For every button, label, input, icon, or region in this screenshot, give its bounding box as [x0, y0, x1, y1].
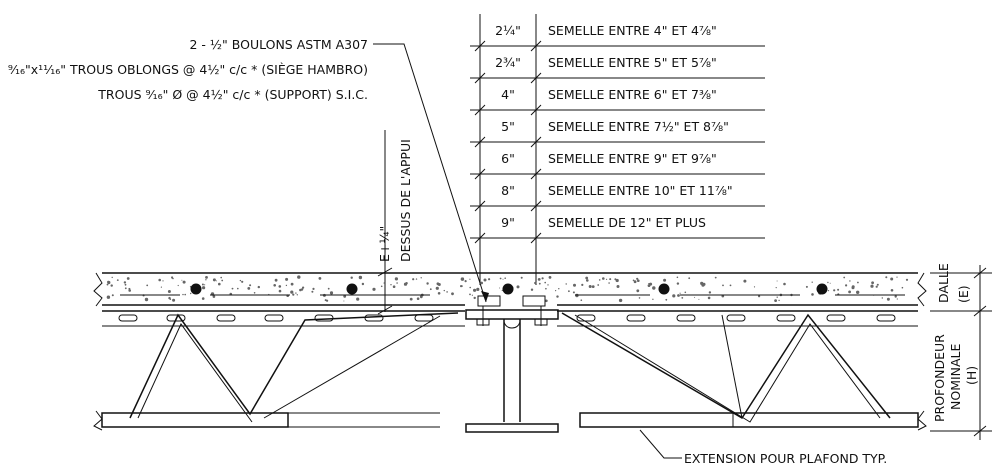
seat-description: SEMELLE DE 12" ET PLUS [548, 215, 706, 230]
seat-angle-right [522, 295, 546, 307]
bottom-chord-left [101, 412, 289, 428]
rebar-dot [816, 283, 828, 295]
break-line-bottom-right [917, 410, 927, 431]
chord-slot [726, 314, 746, 322]
dim-tick-3 [973, 425, 987, 437]
leader-notes: 2 - ½" BOULONS ASTM A307 ⁹⁄₁₆"x¹¹⁄₁₆" TR… [8, 37, 489, 303]
seat-size-value: 9" [501, 215, 515, 230]
seat-size-value: 5" [501, 119, 515, 134]
table-row-tick [474, 168, 486, 180]
right-joist-vertical [721, 314, 743, 419]
dim-tick-2 [973, 305, 987, 317]
beam-bottom-flange [465, 423, 559, 433]
seat-description: SEMELLE ENTRE 9" ET 9⅞" [548, 151, 717, 166]
slab-dimension-label: DALLE [936, 263, 951, 303]
chord-slots [118, 314, 896, 322]
beam-web-fillet-top [503, 321, 521, 329]
table-row-tick [474, 104, 486, 116]
chord-slot [826, 314, 846, 322]
seat-size-value: 2¾" [495, 55, 521, 70]
chord-slot [264, 314, 284, 322]
seat-size-value: 4" [501, 87, 515, 102]
right-joist-web-inner [574, 314, 881, 423]
bearing-tick-bottom [377, 305, 393, 315]
table-row: 5" SEMELLE ENTRE 7½" ET 8⅞" [470, 119, 765, 148]
bolts-leader-line [373, 43, 487, 303]
table-row-tick [530, 136, 542, 148]
seat-size-value: 2¼" [495, 23, 521, 38]
beam-web [503, 319, 521, 422]
table-row-tick [530, 232, 542, 244]
break-line-bottom-left [93, 410, 103, 431]
chord-slot [876, 314, 896, 322]
table-row-tick [474, 40, 486, 52]
left-joist-diagonal [263, 315, 441, 419]
table-row: 6" SEMELLE ENTRE 9" ET 9⅞" [470, 151, 765, 180]
seat-description: SEMELLE ENTRE 5" ET 5⅞" [548, 55, 717, 70]
beam-top-flange [465, 309, 559, 320]
bearing-elevation-note: E+¼" DESSUS DE L'APPUI [377, 130, 413, 315]
seat-description: SEMELLE ENTRE 7½" ET 8⅞" [548, 119, 729, 134]
left-joist-web-inner [137, 323, 253, 423]
steel-i-beam [465, 295, 559, 433]
chord-slot [576, 314, 596, 322]
bearing-top-label: DESSUS DE L'APPUI [398, 139, 413, 262]
seat-size-value: 6" [501, 151, 515, 166]
table-row-tick [530, 168, 542, 180]
seat-description: SEMELLE ENTRE 6" ET 7⅜" [548, 87, 717, 102]
dim-tick-1 [973, 267, 987, 279]
bearing-tick-top [377, 267, 393, 277]
holes-note: TROUS ⁹⁄₁₆" Ø @ 4½" c/c * (SUPPORT) S.I.… [97, 87, 368, 102]
break-line-right [917, 272, 927, 307]
right-joist-web [561, 312, 891, 420]
seat-angle-left [477, 295, 501, 307]
seat-size-table: 2¼" SEMELLE ENTRE 4" ET 4⅞" 2¾" SEMELLE ENT… [470, 14, 765, 285]
joist-top-chord [102, 310, 918, 327]
rebar-dot [190, 283, 202, 295]
seat-size-value: 8" [501, 183, 515, 198]
chord-slot [118, 314, 138, 322]
table-row: 9" SEMELLE DE 12" ET PLUS [470, 215, 765, 244]
chord-slot [676, 314, 696, 322]
ceiling-extension-leader [639, 429, 682, 459]
rebar-dot [658, 283, 670, 295]
joist-bottom-chord [93, 410, 927, 431]
table-row-tick [530, 200, 542, 212]
bottom-chord-right [579, 412, 919, 428]
left-joist-web [129, 312, 459, 419]
depth-label-line-2: NOMINALE [948, 343, 963, 410]
slotted-holes-note: ⁹⁄₁₆"x¹¹⁄₁₆" TROUS OBLONGS @ 4½" c/c * (… [8, 62, 368, 77]
table-row: 2¾" SEMELLE ENTRE 5" ET 5⅞" [470, 55, 765, 84]
rebar-dot [502, 283, 514, 295]
depth-symbol: (H) [964, 366, 979, 385]
table-row: 4" SEMELLE ENTRE 6" ET 7⅜" [470, 87, 765, 116]
slab-dimension-symbol: (E) [956, 285, 971, 303]
concrete-slab [93, 272, 927, 307]
ceiling-extension-label: EXTENSION POUR PLAFOND TYP. [684, 451, 887, 466]
table-row: 2¼" SEMELLE ENTRE 4" ET 4⅞" [470, 23, 765, 52]
depth-label-line-1: PROFONDEUR [932, 334, 947, 422]
chord-slot [414, 314, 434, 322]
ceiling-extension-note: EXTENSION POUR PLAFOND TYP. [639, 429, 887, 466]
table-row-tick [530, 72, 542, 84]
table-row-tick [474, 232, 486, 244]
joist-web-members [129, 312, 891, 423]
table-row: 8" SEMELLE ENTRE 10" ET 11⅞" [470, 183, 765, 212]
chord-slot [216, 314, 236, 322]
table-row-tick [474, 136, 486, 148]
rebar-dot [346, 283, 358, 295]
table-row-tick [474, 200, 486, 212]
table-row-tick [474, 72, 486, 84]
table-row-tick [530, 40, 542, 52]
table-row-tick [530, 104, 542, 116]
seat-description: SEMELLE ENTRE 4" ET 4⅞" [548, 23, 717, 38]
vertical-dimensions: DALLE (E) PROFONDEUR NOMINALE (H) [930, 263, 992, 440]
seat-description: SEMELLE ENTRE 10" ET 11⅞" [548, 183, 733, 198]
chord-slot [776, 314, 796, 322]
chord-slot [626, 314, 646, 322]
break-line-left [93, 272, 103, 307]
bolts-note: 2 - ½" BOULONS ASTM A307 [190, 37, 369, 52]
